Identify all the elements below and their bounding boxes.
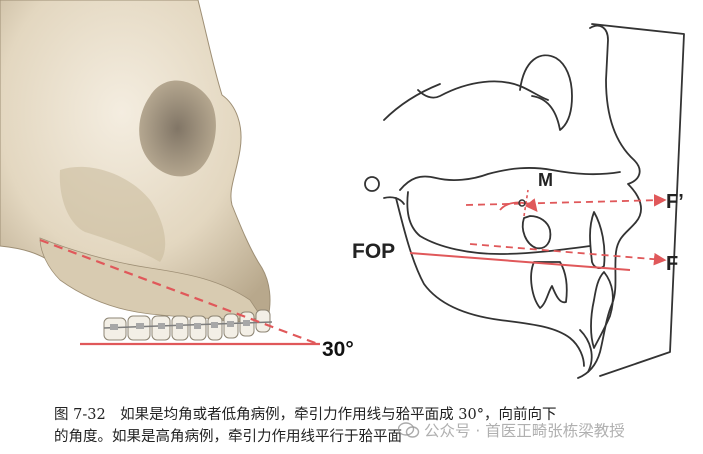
label-fop: FOP xyxy=(352,240,395,263)
nasal-trace xyxy=(399,167,621,191)
label-f-prime: F’ xyxy=(666,191,684,213)
fop-line xyxy=(409,252,631,271)
angle-label: 30° xyxy=(322,338,354,361)
ramus-trace xyxy=(383,196,405,205)
orbit xyxy=(139,80,216,177)
tracing-frame xyxy=(591,23,685,377)
watermark-text: 公众号 · 首医正畸张栋梁教授 xyxy=(424,422,625,440)
ceph-force-lines xyxy=(409,189,667,271)
soft-tissue-profile xyxy=(577,24,642,379)
label-f: F xyxy=(666,253,678,275)
caption-line-2: 的角度。如果是高角病例，牵引力作用线平行于𬌗平面 xyxy=(54,429,402,445)
moment-center xyxy=(518,199,526,207)
orbit-trace xyxy=(519,54,573,131)
lower-molar-trace xyxy=(530,261,568,309)
watermark: 公众号 · 首医正畸张栋梁教授 xyxy=(398,419,625,441)
f-prime-line xyxy=(465,193,667,207)
chin-trace xyxy=(579,329,593,373)
f-dashed-line xyxy=(469,243,667,266)
condyle-trace xyxy=(364,176,380,192)
wechat-icon xyxy=(398,422,420,438)
ceph-tracing xyxy=(364,23,685,379)
skull-illustration: 30° xyxy=(0,0,354,361)
upper-incisor-trace xyxy=(589,211,606,269)
traction-force-line xyxy=(39,238,319,346)
zygomatic-shadow xyxy=(59,166,166,262)
moment-arrow xyxy=(499,198,538,212)
figure-caption: 图 7-32 如果是均角或者低角病例，牵引力作用线与𬌗平面成 30°，向前向下 … xyxy=(54,404,694,448)
orthodontic-force-diagram: 30° xyxy=(0,0,685,379)
maxilla-trace xyxy=(406,191,591,255)
mandible-trace xyxy=(395,197,585,367)
cranial-base xyxy=(383,80,549,121)
label-m: M xyxy=(538,170,553,190)
upper-molar-trace xyxy=(521,215,552,250)
caption-line-1: 图 7-32 如果是均角或者低角病例，牵引力作用线与𬌗平面成 30°，向前向下 xyxy=(54,407,557,423)
lower-incisor-trace xyxy=(590,271,614,349)
teeth-row xyxy=(103,309,273,341)
